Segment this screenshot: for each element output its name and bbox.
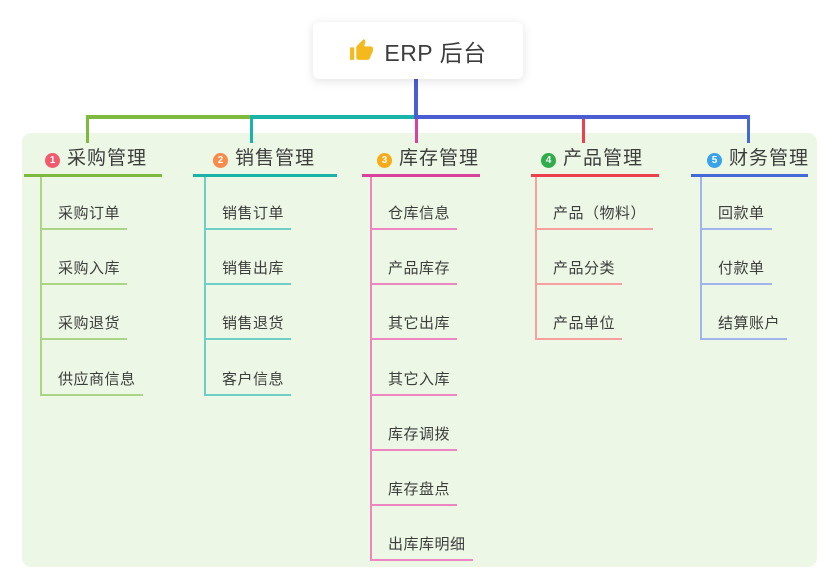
child-underline xyxy=(700,228,772,230)
branch-drop-line xyxy=(582,119,585,143)
child-underline xyxy=(204,228,291,230)
root-node[interactable]: ERP 后台 xyxy=(313,22,523,79)
child-node-label[interactable]: 其它入库 xyxy=(388,371,451,388)
child-node-label[interactable]: 库存调拨 xyxy=(388,426,451,443)
branch-underline xyxy=(691,174,808,177)
branch-node-label[interactable]: 采购管理 xyxy=(67,148,148,169)
child-underline xyxy=(40,283,127,285)
branch-drop-line xyxy=(415,119,418,143)
child-underline xyxy=(535,283,622,285)
child-node-label[interactable]: 回款单 xyxy=(718,205,765,222)
child-node-label[interactable]: 库存盘点 xyxy=(388,481,451,498)
child-node-label[interactable]: 销售订单 xyxy=(222,205,285,222)
branch-drop-line xyxy=(86,115,89,143)
child-node-label[interactable]: 销售退货 xyxy=(222,315,285,332)
branch-drop-line xyxy=(747,115,750,143)
child-underline xyxy=(535,228,653,230)
child-underline xyxy=(370,504,457,506)
branch-bus-segment xyxy=(414,115,750,119)
child-underline xyxy=(535,338,622,340)
child-underline xyxy=(370,283,457,285)
root-node-label: ERP 后台 xyxy=(384,39,487,66)
branch-number-badge: 1 xyxy=(45,153,60,168)
children-connector-line xyxy=(204,177,206,396)
child-underline xyxy=(370,228,457,230)
child-node-label[interactable]: 产品单位 xyxy=(553,315,616,332)
children-connector-line xyxy=(370,177,372,561)
child-underline xyxy=(700,338,787,340)
branch-number-badge: 5 xyxy=(707,153,722,168)
canvas-panel xyxy=(22,133,817,567)
child-underline xyxy=(370,394,457,396)
child-node-label[interactable]: 客户信息 xyxy=(222,371,285,388)
child-node-label[interactable]: 销售出库 xyxy=(222,260,285,277)
child-node-label[interactable]: 产品（物料） xyxy=(553,205,647,222)
branch-number-badge: 2 xyxy=(213,153,228,168)
branch-underline xyxy=(193,174,337,177)
child-node-label[interactable]: 产品库存 xyxy=(388,260,451,277)
child-underline xyxy=(370,338,457,340)
child-underline xyxy=(40,394,143,396)
branch-node-label[interactable]: 财务管理 xyxy=(729,148,810,169)
child-node-label[interactable]: 仓库信息 xyxy=(388,205,451,222)
child-node-label[interactable]: 其它出库 xyxy=(388,315,451,332)
child-node-label[interactable]: 采购入库 xyxy=(58,260,121,277)
branch-underline xyxy=(362,174,480,177)
branch-number-badge: 4 xyxy=(541,153,556,168)
branch-node-label[interactable]: 库存管理 xyxy=(399,148,480,169)
child-underline xyxy=(700,283,772,285)
branch-drop-line xyxy=(250,115,253,143)
child-node-label[interactable]: 付款单 xyxy=(718,260,765,277)
child-node-label[interactable]: 产品分类 xyxy=(553,260,616,277)
root-connector-line xyxy=(414,79,418,119)
child-underline xyxy=(370,559,473,561)
children-connector-line xyxy=(700,177,702,340)
child-node-label[interactable]: 供应商信息 xyxy=(58,371,136,388)
branch-underline xyxy=(24,174,162,177)
child-underline xyxy=(204,283,291,285)
branch-bus-segment xyxy=(250,115,419,119)
child-underline xyxy=(370,449,457,451)
child-underline xyxy=(40,228,127,230)
thumbs-up-icon xyxy=(350,39,374,60)
children-connector-line xyxy=(40,177,42,396)
branch-node-label[interactable]: 销售管理 xyxy=(235,148,316,169)
child-node-label[interactable]: 出库库明细 xyxy=(388,536,466,553)
branch-number-badge: 3 xyxy=(377,153,392,168)
child-node-label[interactable]: 采购订单 xyxy=(58,205,121,222)
children-connector-line xyxy=(535,177,537,340)
child-node-label[interactable]: 结算账户 xyxy=(718,315,781,332)
child-underline xyxy=(40,338,127,340)
branch-bus-segment xyxy=(86,115,252,119)
branch-node-label[interactable]: 产品管理 xyxy=(563,148,644,169)
child-underline xyxy=(204,338,291,340)
child-underline xyxy=(204,394,291,396)
child-node-label[interactable]: 采购退货 xyxy=(58,315,121,332)
branch-underline xyxy=(531,174,659,177)
